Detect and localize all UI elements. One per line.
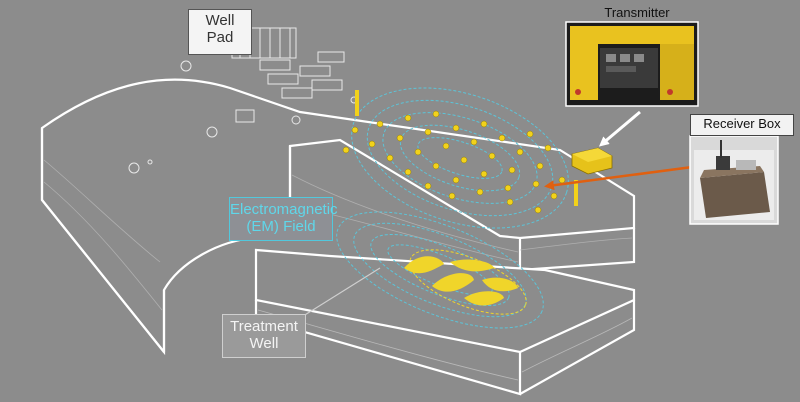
transmitter-photo-icon [565,21,699,107]
lower-earth-slab [254,248,636,396]
receiver-box-photo-icon [689,135,779,225]
well-pad-label-line1: Well [205,12,235,29]
em-field-label-line2: (EM) Field [246,218,316,236]
well-pad-label-line2: Pad [206,29,234,47]
electrode-posts [355,90,578,206]
em-field-label-line1: Electromagnetic [230,201,338,218]
receiver-box-label: Receiver Box [690,114,794,136]
fracture-zone [404,249,527,315]
treatment-well-label-line2: Well [249,335,279,353]
transmitter-arrow [598,110,641,147]
em-field-label: Electromagnetic (EM) Field [229,197,338,241]
treatment-well-label-line1: Treatment [230,318,298,335]
treatment-well-leader [299,267,381,319]
transmitter-label: Transmitter [604,5,670,20]
receiver-signal-arrow [544,164,701,191]
transmitter-unit [571,147,613,175]
well-pad-label: Well Pad [188,9,252,55]
treatment-well-label: Treatment Well [222,314,306,358]
receiver-sensor-grid [342,110,566,214]
